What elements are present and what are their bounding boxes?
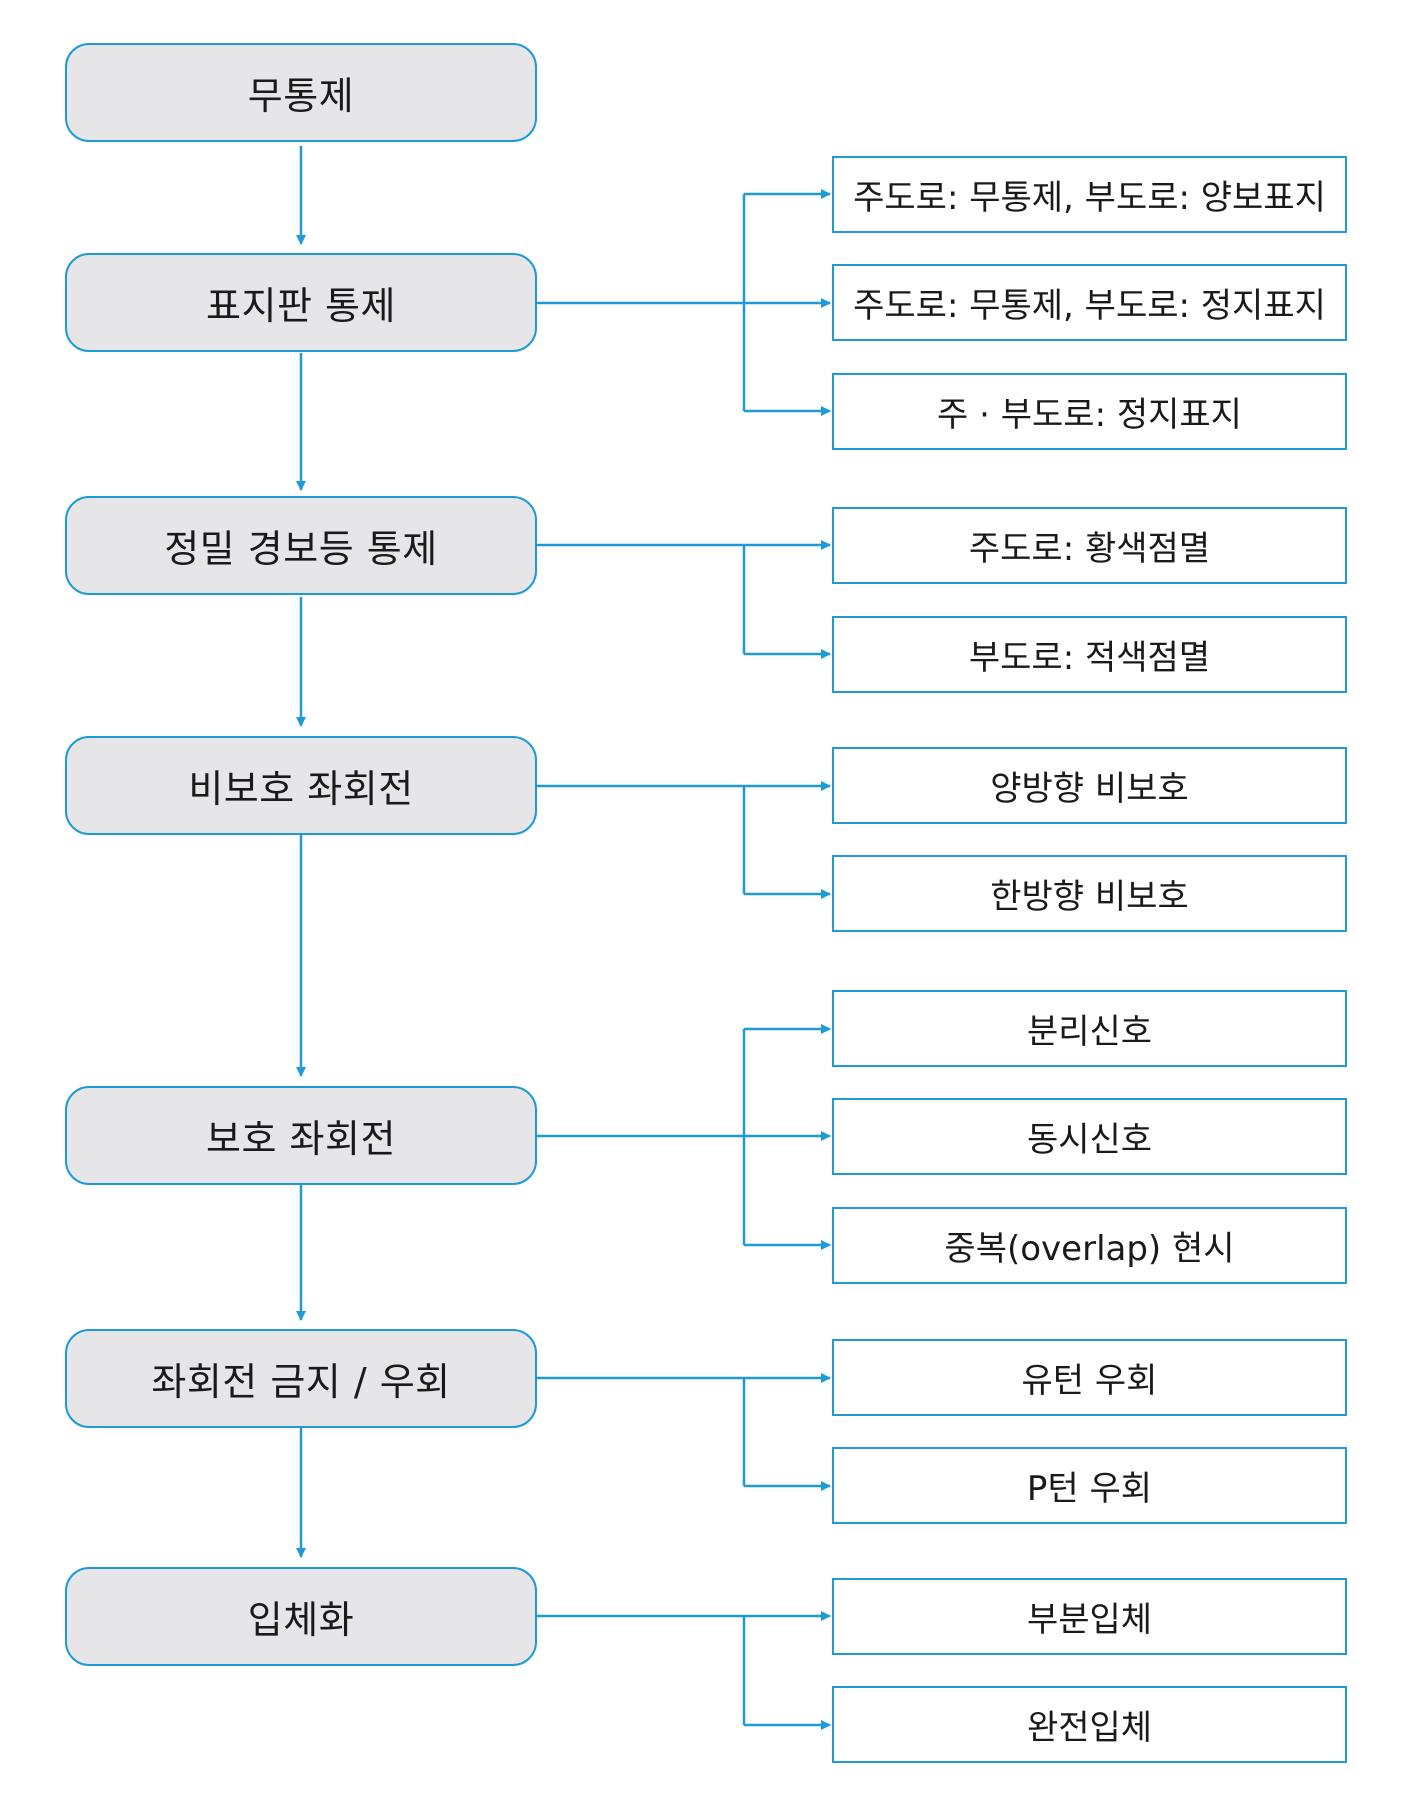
option-box: 양방향 비보호 xyxy=(832,747,1347,824)
option-box: 부분입체 xyxy=(832,1578,1347,1655)
option-box: 분리신호 xyxy=(832,990,1347,1067)
option-box: 주도로: 무통제, 부도로: 정지표지 xyxy=(832,264,1347,341)
option-box: 중복(overlap) 현시 xyxy=(832,1207,1347,1284)
option-box: 한방향 비보호 xyxy=(832,855,1347,932)
option-box: P턴 우회 xyxy=(832,1447,1347,1524)
stage-box-left-turn-ban: 좌회전 금지 / 우회 xyxy=(65,1329,537,1428)
stage-box-no-control: 무통제 xyxy=(65,43,537,142)
option-box: 부도로: 적색점멸 xyxy=(832,616,1347,693)
stage-box-grade-separation: 입체화 xyxy=(65,1567,537,1666)
stage-box-sign-control: 표지판 통제 xyxy=(65,253,537,352)
option-box: 주도로: 무통제, 부도로: 양보표지 xyxy=(832,156,1347,233)
option-box: 동시신호 xyxy=(832,1098,1347,1175)
stage-box-warning-light: 정밀 경보등 통제 xyxy=(65,496,537,595)
option-box: 주도로: 황색점멸 xyxy=(832,507,1347,584)
option-box: 주 · 부도로: 정지표지 xyxy=(832,373,1347,450)
option-box: 유턴 우회 xyxy=(832,1339,1347,1416)
stage-box-protected-left: 보호 좌회전 xyxy=(65,1086,537,1185)
option-box: 완전입체 xyxy=(832,1686,1347,1763)
stage-box-permissive-left: 비보호 좌회전 xyxy=(65,736,537,835)
